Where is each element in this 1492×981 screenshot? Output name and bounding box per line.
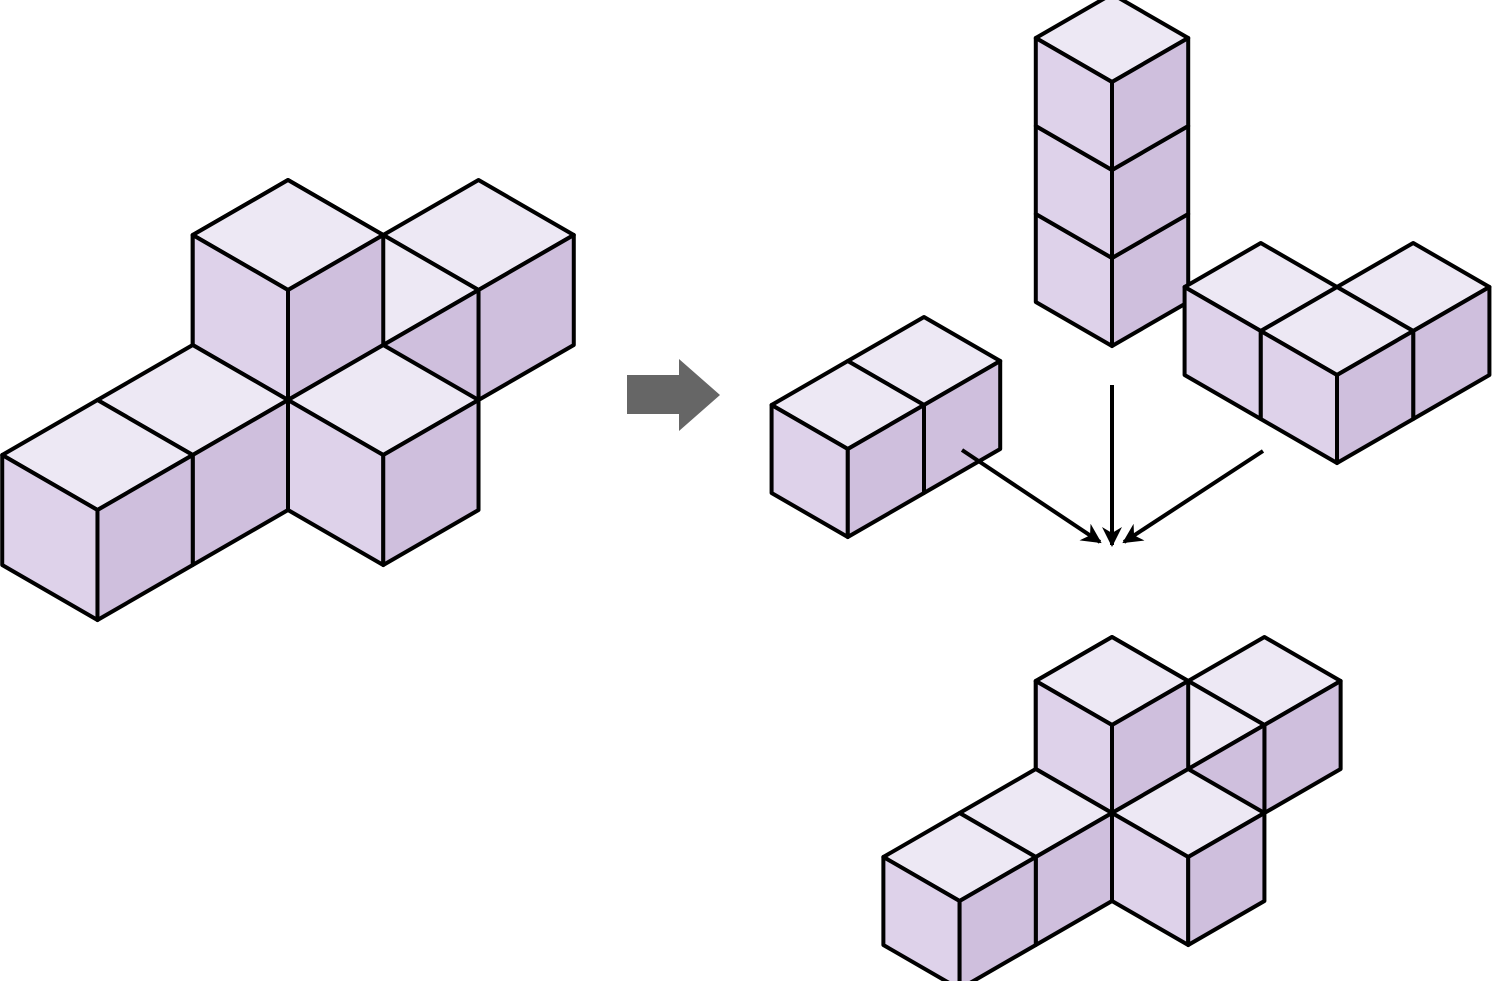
- cube-right-face: [957, 855, 1038, 981]
- cube-right-face: [1335, 329, 1416, 465]
- part-two-cube-bar: [769, 315, 1003, 539]
- right-arrow-icon: [627, 359, 720, 431]
- cube-right-face: [1186, 811, 1267, 947]
- cube-right-face: [95, 453, 195, 622]
- process-arrow-shape: [627, 359, 720, 431]
- part-three-cube-column: [1033, 0, 1191, 348]
- assembly-arrows: [960, 385, 1265, 547]
- cube-right-face: [845, 403, 926, 539]
- arrow-from-bar: [960, 448, 1102, 544]
- cube-right-face: [381, 398, 481, 567]
- part-three-cube-slab: [1182, 241, 1492, 465]
- cube-right-face: [1110, 36, 1191, 172]
- assembled-solid: [881, 635, 1343, 981]
- original-solid: [0, 178, 576, 622]
- arrow-from-slab: [1122, 449, 1265, 544]
